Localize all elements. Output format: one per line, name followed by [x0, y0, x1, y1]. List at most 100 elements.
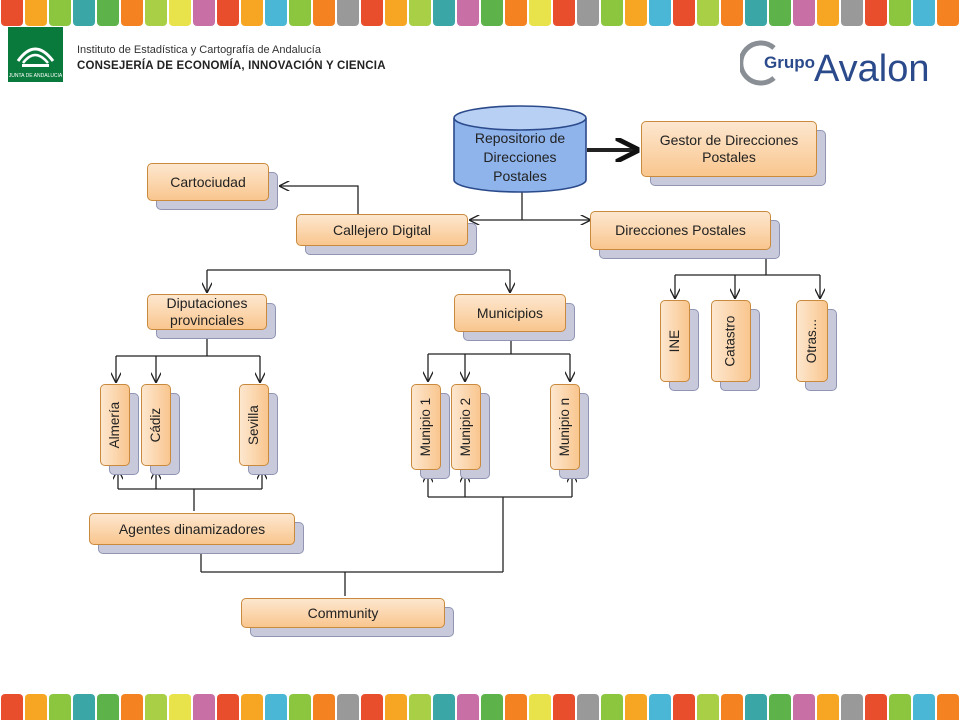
stripe-segment	[25, 0, 47, 26]
repository-label: Repositorio de Direcciones Postales	[474, 130, 566, 184]
stripe-segment	[673, 694, 695, 720]
stripe-segment	[265, 0, 287, 26]
stripe-segment	[841, 0, 863, 26]
stripe-segment	[97, 0, 119, 26]
stripe-segment	[817, 0, 839, 26]
cartociudad-label: Cartociudad	[170, 173, 246, 190]
stripe-segment	[481, 694, 503, 720]
stripe-segment	[73, 0, 95, 26]
cartociudad-box: Cartociudad	[147, 163, 269, 201]
stripe-segment	[49, 694, 71, 720]
stripe-segment	[361, 694, 383, 720]
stripe-segment	[505, 0, 527, 26]
stripe-segment	[529, 0, 551, 26]
stripe-segment	[889, 0, 911, 26]
stripe-segment	[337, 0, 359, 26]
stripe-segment	[937, 0, 959, 26]
stripe-segment	[313, 694, 335, 720]
stripe-segment	[97, 694, 119, 720]
catastro-label: Catastro	[722, 315, 738, 367]
top-color-stripe	[0, 0, 960, 26]
grupo-avalon-logo: Grupo Avalon	[738, 38, 940, 90]
stripe-segment	[601, 0, 623, 26]
stripe-segment	[385, 0, 407, 26]
stripe-segment	[169, 0, 191, 26]
municipios-box: Municipios	[454, 294, 566, 332]
diputaciones-box: Diputaciones provinciales	[147, 294, 267, 330]
munipio2-box: Munipio 2	[451, 384, 481, 470]
munipio1-label: Munipio 1	[417, 397, 433, 457]
gestor-label: Gestor de Direcciones Postales	[659, 132, 799, 165]
agentes-label: Agentes dinamizadores	[118, 520, 266, 537]
catastro-box: Catastro	[711, 300, 751, 382]
stripe-segment	[577, 0, 599, 26]
agentes-box: Agentes dinamizadores	[89, 513, 295, 545]
stripe-segment	[241, 0, 263, 26]
stripe-segment	[337, 694, 359, 720]
stripe-segment	[721, 694, 743, 720]
municipios-label: Municipios	[476, 304, 544, 321]
gestor-box: Gestor de Direcciones Postales	[641, 121, 817, 177]
stripe-segment	[289, 0, 311, 26]
department-name: CONSEJERÍA DE ECONOMÍA, INNOVACIÓN Y CIE…	[77, 60, 386, 72]
stripe-segment	[817, 694, 839, 720]
stripe-segment	[841, 694, 863, 720]
direcciones-label: Direcciones Postales	[615, 222, 746, 239]
stripe-segment	[913, 694, 935, 720]
community-box: Community	[241, 598, 445, 628]
stripe-segment	[913, 0, 935, 26]
repository-cylinder	[453, 105, 587, 193]
direcciones-box: Direcciones Postales	[590, 211, 771, 250]
stripe-segment	[25, 694, 47, 720]
stripe-segment	[793, 0, 815, 26]
stripe-segment	[601, 694, 623, 720]
stripe-segment	[649, 0, 671, 26]
stripe-segment	[433, 0, 455, 26]
stripe-segment	[217, 0, 239, 26]
stripe-segment	[145, 694, 167, 720]
stripe-segment	[121, 694, 143, 720]
stripe-segment	[385, 694, 407, 720]
ine-label: INE	[666, 329, 682, 353]
stripe-segment	[937, 694, 959, 720]
stripe-segment	[193, 694, 215, 720]
cadiz-box: Cádiz	[141, 384, 171, 466]
stripe-segment	[145, 0, 167, 26]
munipio1-box: Munipio 1	[411, 384, 441, 470]
stripe-segment	[457, 0, 479, 26]
stripe-segment	[169, 694, 191, 720]
almeria-box: Almería	[100, 384, 130, 466]
stripe-segment	[745, 0, 767, 26]
brand-name: Avalon	[814, 48, 930, 88]
stripe-segment	[1, 0, 23, 26]
munipion-label: Munipio n	[556, 397, 572, 457]
stripe-segment	[409, 0, 431, 26]
stripe-segment	[265, 694, 287, 720]
stripe-segment	[289, 694, 311, 720]
stripe-segment	[313, 0, 335, 26]
stripe-segment	[1, 694, 23, 720]
bottom-color-stripe	[0, 694, 960, 720]
stripe-segment	[433, 694, 455, 720]
stripe-segment	[529, 694, 551, 720]
stripe-segment	[769, 0, 791, 26]
stripe-segment	[865, 694, 887, 720]
stripe-segment	[193, 0, 215, 26]
stripe-segment	[697, 694, 719, 720]
stripe-segment	[889, 694, 911, 720]
stripe-segment	[793, 694, 815, 720]
callejero-to-cartociudad-arrow	[280, 186, 359, 214]
callejero-box: Callejero Digital	[296, 214, 468, 246]
stripe-segment	[505, 694, 527, 720]
stripe-segment	[481, 0, 503, 26]
otras-label: Otras...	[803, 318, 819, 364]
stripe-segment	[625, 0, 647, 26]
stripe-segment	[553, 694, 575, 720]
brand-prefix: Grupo	[764, 53, 815, 72]
stripe-segment	[697, 0, 719, 26]
stripe-segment	[457, 694, 479, 720]
sevilla-label: Sevilla	[245, 405, 261, 445]
stripe-segment	[409, 694, 431, 720]
stripe-segment	[625, 694, 647, 720]
